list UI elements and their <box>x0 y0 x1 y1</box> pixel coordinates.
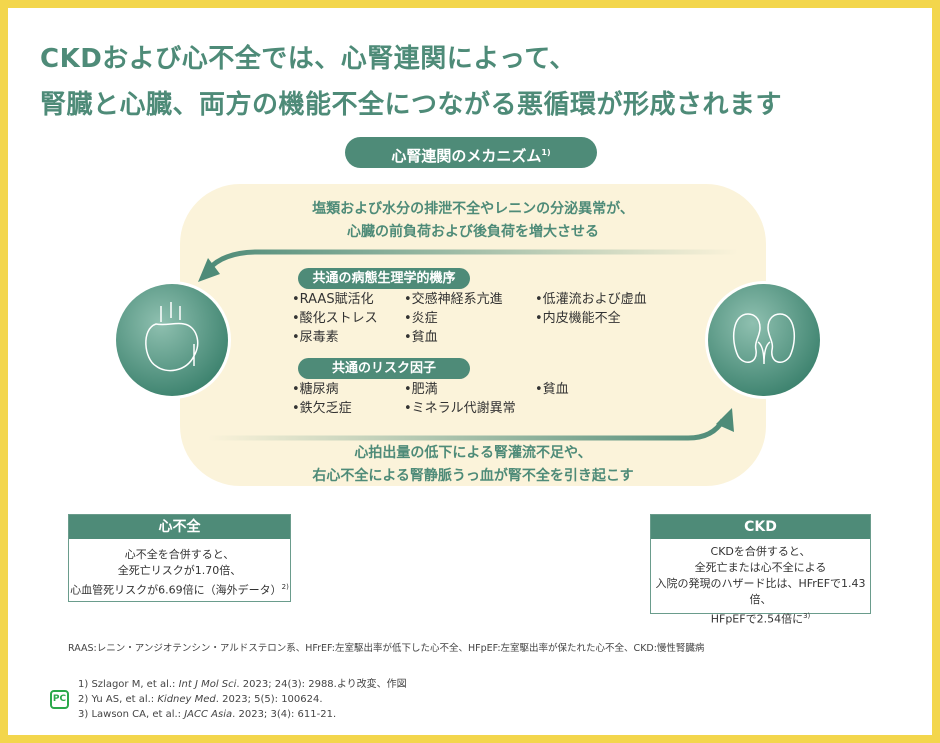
list-item: •交感神経系亢進 <box>404 292 503 307</box>
ckd-line: 全死亡または心不全による <box>694 561 827 574</box>
ref-journal: JACC Asia <box>184 709 233 720</box>
pc-logo: PC <box>50 690 69 709</box>
reference-item: 3) Lawson CA, et al.: JACC Asia. 2023; 3… <box>78 707 407 722</box>
pathophysiology-pill: 共通の病態生理学的機序 <box>298 268 470 289</box>
ref-journal: Kidney Med <box>157 694 216 705</box>
title-line-1: CKDおよび心不全では、心腎連関によって、 <box>40 44 576 74</box>
reference-item: 2) Yu AS, et al.: Kidney Med. 2023; 5(5)… <box>78 692 407 707</box>
top-description: 塩類および水分の排泄不全やレニンの分泌異常が、 心臓の前負荷および後負荷を増大さ… <box>180 198 766 244</box>
abbreviations-note: RAAS:レニン・アンジオテンシン・アルドステロン系、HFrEF:左室駆出率が低… <box>68 643 705 654</box>
hf-line-text: 心血管死リスクが6.69倍に（海外データ） <box>70 583 282 597</box>
kidney-icon <box>732 313 796 365</box>
ref-details: . 2023; 5(5): 100624. <box>215 694 323 705</box>
ref-journal: Int J Mol Sci <box>178 679 237 690</box>
list-item: •鉄欠乏症 <box>292 401 352 416</box>
bottom-description: 心拍出量の低下による腎灌流不足や、 右心不全による腎静脈うっ血が腎不全を引き起こ… <box>180 442 766 488</box>
risk-factors-pill: 共通のリスク因子 <box>298 358 470 379</box>
heart-icon <box>145 302 199 372</box>
top-line-1: 塩類および水分の排泄不全やレニンの分泌異常が、 <box>312 201 634 217</box>
ref-details: . 2023; 3(4): 611-21. <box>232 709 337 720</box>
list-item: •内皮機能不全 <box>535 311 621 326</box>
list-item: •肥満 <box>404 382 438 397</box>
heart-circle <box>116 284 228 396</box>
cycle-arrows <box>198 249 738 441</box>
patho-col-2: •交感神経系亢進 •炎症 •貧血 <box>404 290 503 347</box>
kidney-circle <box>708 284 820 396</box>
patho-col-3: •低灌流および虚血 •内皮機能不全 <box>535 290 647 328</box>
ref-authors: 2) Yu AS, et al.: <box>78 694 158 705</box>
ckd-box: CKD CKDを合併すると、 全死亡または心不全による 入院の発現のハザード比は… <box>650 514 871 626</box>
reference-item: 1) Szlagor M, et al.: Int J Mol Sci. 202… <box>78 677 407 692</box>
mechanism-label: 心腎連関のメカニズム <box>391 147 542 165</box>
bottom-line-1: 心拍出量の低下による腎灌流不足や、 <box>354 445 592 461</box>
mechanism-ref: 1) <box>541 148 551 157</box>
slide-card: CKDおよび心不全では、心腎連関によって、 腎臓と心臓、両方の機能不全につながる… <box>8 8 932 735</box>
title-line-2: 腎臓と心臓、両方の機能不全につながる悪循環が形成されます <box>40 90 783 120</box>
ckd-box-header: CKD <box>651 515 870 539</box>
hf-box-body: 心不全を合併すると、 全死亡リスクが1.70倍、 心血管死リスクが6.69倍に（… <box>69 539 290 599</box>
ckd-line-text: HFpEFで2.54倍に <box>710 612 804 626</box>
list-item: •RAAS賦活化 <box>292 292 374 307</box>
ref-details: . 2023; 24(3): 2988.より改変、作図 <box>236 679 407 690</box>
list-item: •炎症 <box>404 311 438 326</box>
risk-col-2: •肥満 •ミネラル代謝異常 <box>404 380 516 418</box>
hf-line: 心不全を合併すると、 <box>124 548 235 561</box>
list-item: •酸化ストレス <box>292 311 378 326</box>
risk-col-3: •貧血 <box>535 380 569 399</box>
heart-failure-box: 心不全 心不全を合併すると、 全死亡リスクが1.70倍、 心血管死リスクが6.6… <box>68 514 291 602</box>
arrow-head-left <box>198 258 220 282</box>
list-item: •貧血 <box>535 382 569 397</box>
arrow-to-kidney <box>208 418 726 441</box>
list-item: •ミネラル代謝異常 <box>404 401 516 416</box>
list-item: •尿毒素 <box>292 330 339 345</box>
list-item: •低灌流および虚血 <box>535 292 647 307</box>
arrow-head-right <box>716 408 734 432</box>
patho-col-1: •RAAS賦活化 •酸化ストレス •尿毒素 <box>292 290 378 347</box>
ckd-line: CKDを合併すると、 <box>710 545 811 558</box>
ckd-ref: 3) <box>803 612 811 620</box>
hf-ref: 2) <box>281 583 289 591</box>
arrow-to-heart <box>206 249 738 272</box>
ckd-line: HFpEFで2.54倍に3) <box>651 608 870 628</box>
ckd-line: 入院の発現のハザード比は、HFrEFで1.43倍、 <box>655 577 866 606</box>
ckd-box-body: CKDを合併すると、 全死亡または心不全による 入院の発現のハザード比は、HFr… <box>651 539 870 628</box>
ref-authors: 3) Lawson CA, et al.: <box>78 709 185 720</box>
hf-line: 全死亡リスクが1.70倍、 <box>117 564 242 577</box>
risk-col-1: •糖尿病 •鉄欠乏症 <box>292 380 352 418</box>
top-line-2: 心臓の前負荷および後負荷を増大させる <box>347 224 599 240</box>
references: 1) Szlagor M, et al.: Int J Mol Sci. 202… <box>78 677 407 722</box>
hf-box-header: 心不全 <box>69 515 290 539</box>
hf-line: 心血管死リスクが6.69倍に（海外データ）2) <box>69 579 290 599</box>
bottom-line-2: 右心不全による腎静脈うっ血が腎不全を引き起こす <box>312 468 634 484</box>
page-title: CKDおよび心不全では、心腎連関によって、 腎臓と心臓、両方の機能不全につながる… <box>40 36 782 128</box>
mechanism-pill: 心腎連関のメカニズム1) <box>345 137 597 168</box>
list-item: •糖尿病 <box>292 382 339 397</box>
list-item: •貧血 <box>404 330 438 345</box>
ref-authors: 1) Szlagor M, et al.: <box>78 679 179 690</box>
